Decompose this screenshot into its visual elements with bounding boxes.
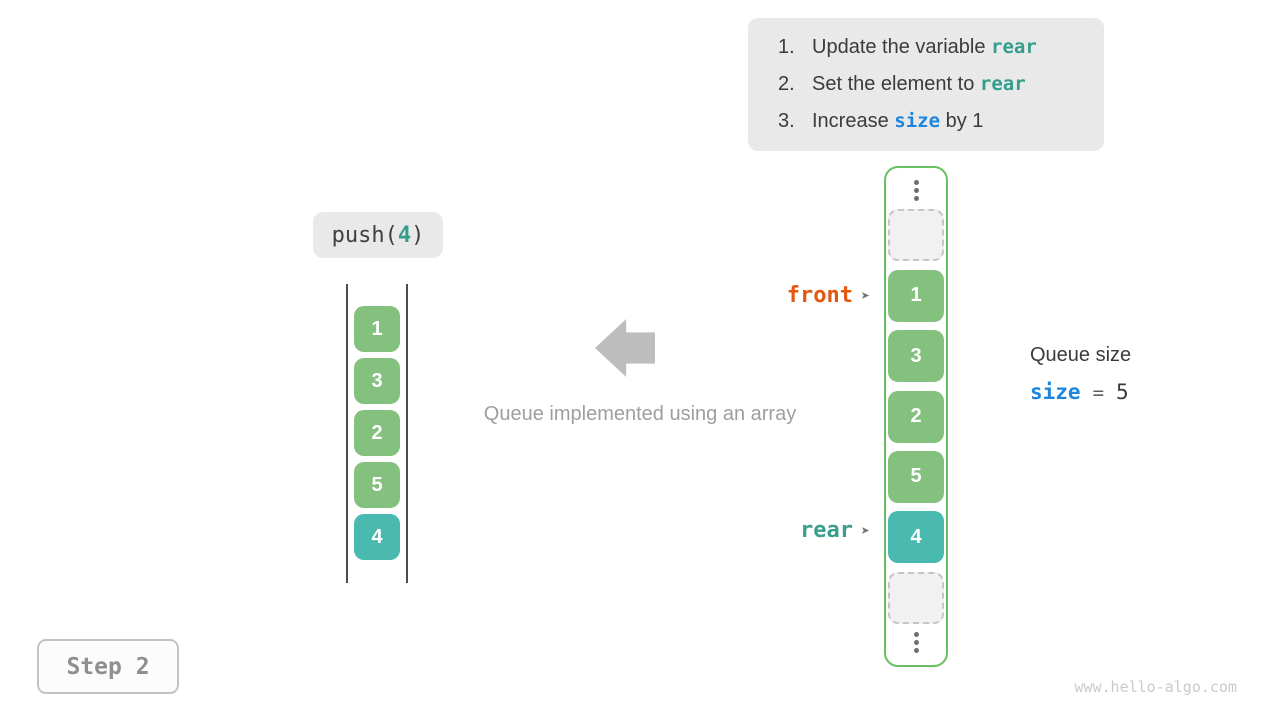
instruction-step: 1. Update the variable rear bbox=[778, 29, 1104, 66]
step-number: 2. bbox=[778, 73, 795, 95]
left-arrow-icon bbox=[595, 319, 655, 377]
step-text: by 1 bbox=[940, 110, 984, 132]
queue-size-title: Queue size bbox=[1030, 344, 1132, 366]
pointer-arrow-icon: ➤ bbox=[860, 521, 870, 540]
array-cell: 3 bbox=[888, 330, 944, 383]
stack-cell: 1 bbox=[354, 306, 400, 352]
diagram-caption: Queue implemented using an array bbox=[483, 403, 797, 425]
code-token-size: size bbox=[894, 110, 941, 132]
step-text: Set the element to bbox=[812, 73, 980, 95]
size-value: 5 bbox=[1116, 380, 1129, 404]
instruction-step: 3. Increase size by 1 bbox=[778, 103, 1104, 140]
watermark: www.hello-algo.com bbox=[1074, 678, 1237, 696]
front-pointer-label: front bbox=[786, 283, 853, 308]
step-number: 3. bbox=[778, 110, 795, 132]
queue-size-block: Queue size size = 5 bbox=[1030, 344, 1131, 404]
ellipsis-top-icon bbox=[913, 180, 919, 201]
push-call-open: push( bbox=[331, 222, 398, 248]
instruction-step: 2. Set the element to rear bbox=[778, 66, 1104, 103]
equals-sign: = bbox=[1092, 382, 1105, 404]
push-operation-badge: push(4) bbox=[313, 212, 443, 258]
queue-array-visual: 1 3 2 5 4 bbox=[884, 166, 948, 667]
queue-stack-visual: 1 3 2 5 4 bbox=[346, 284, 408, 583]
step-number: 1. bbox=[778, 36, 795, 58]
array-cell: 2 bbox=[888, 390, 944, 443]
array-cell-rear: 4 bbox=[888, 511, 944, 564]
front-pointer: front ➤ bbox=[756, 283, 870, 308]
array-cell: 5 bbox=[888, 450, 944, 503]
stack-cell: 3 bbox=[354, 358, 400, 404]
stack-cell: 5 bbox=[354, 462, 400, 508]
step-badge: Step 2 bbox=[37, 639, 179, 694]
stack-cell: 2 bbox=[354, 410, 400, 456]
rear-pointer-label: rear bbox=[799, 518, 853, 543]
code-token-rear: rear bbox=[979, 73, 1026, 95]
array-cell-empty bbox=[888, 209, 944, 262]
push-call-close: ) bbox=[411, 222, 425, 248]
array-cell: 1 bbox=[888, 269, 944, 322]
pointer-arrow-icon: ➤ bbox=[860, 286, 870, 305]
stack-cell-new: 4 bbox=[354, 514, 400, 560]
code-token-rear: rear bbox=[991, 36, 1037, 58]
step-text: Update the variable bbox=[812, 36, 992, 58]
array-cell-empty bbox=[888, 571, 944, 624]
queue-size-value-row: size = 5 bbox=[1030, 380, 1131, 404]
instruction-box: 1. Update the variable rear 2. Set the e… bbox=[748, 18, 1104, 151]
rear-pointer: rear ➤ bbox=[756, 518, 870, 543]
size-variable: size bbox=[1030, 380, 1081, 404]
ellipsis-bottom-icon bbox=[913, 632, 919, 653]
step-text: Increase bbox=[812, 110, 895, 132]
push-argument: 4 bbox=[397, 222, 412, 248]
